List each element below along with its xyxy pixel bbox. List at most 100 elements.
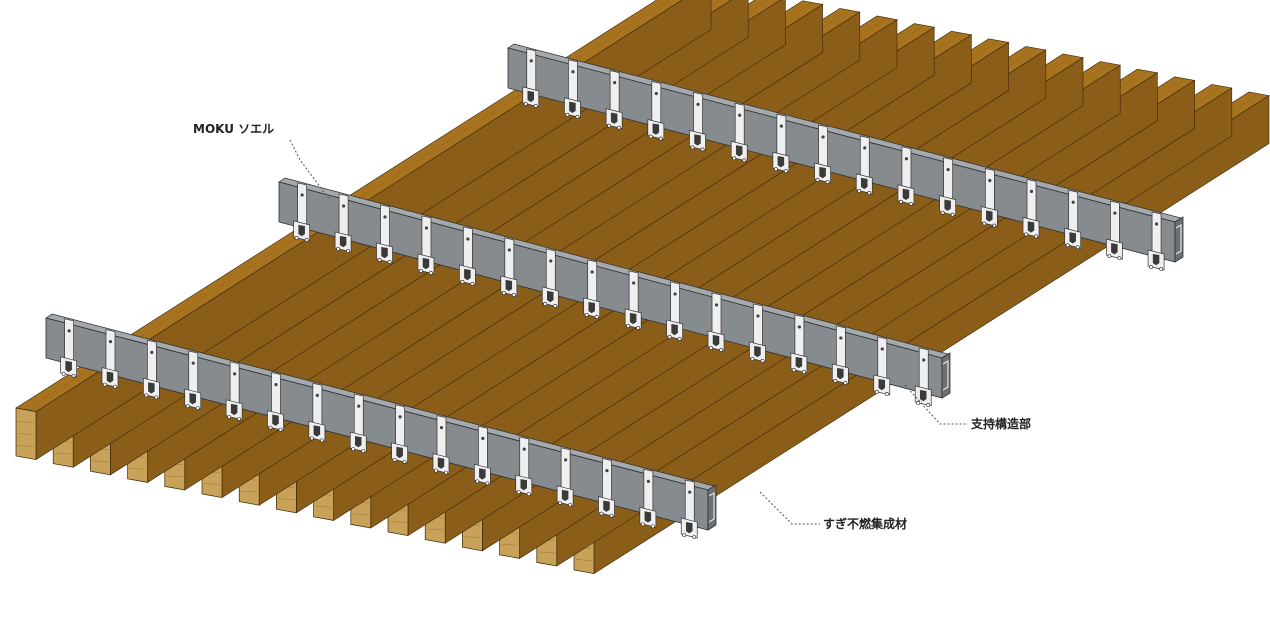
clip-bolt-hole	[839, 336, 843, 340]
board-end-grain	[17, 445, 35, 447]
clip-screw	[658, 136, 663, 141]
clip-slot	[1069, 232, 1076, 244]
clip-screw	[801, 370, 806, 374]
clip-bolt-hole	[300, 193, 304, 197]
moku-clip	[1064, 189, 1082, 250]
support-channel	[45, 313, 717, 539]
clip-screw	[773, 167, 778, 172]
clip-slot	[422, 257, 430, 270]
clip-bolt-hole	[108, 339, 113, 344]
support-channel	[507, 43, 1184, 271]
board-end-grain	[166, 475, 183, 478]
clip-screw	[750, 357, 755, 361]
clip-bolt-hole	[714, 303, 719, 307]
clip-screw	[568, 502, 573, 507]
clip-screw	[709, 346, 713, 350]
clip-slot	[644, 511, 652, 523]
clip-screw	[1065, 243, 1070, 248]
clip-slot	[272, 414, 279, 426]
clip-screw	[387, 260, 392, 264]
clip-slot	[588, 301, 595, 314]
clip-bolt-hole	[424, 226, 429, 230]
clip-screw	[916, 401, 921, 405]
board-end-grain	[501, 544, 518, 546]
moku-clip	[500, 237, 518, 297]
clip-bolt-hole	[738, 113, 742, 117]
clip-slot	[920, 389, 927, 402]
clip-screw	[1107, 254, 1112, 259]
moku-clip	[267, 372, 284, 432]
clip-slot	[861, 177, 868, 190]
clip-bolt-hole	[1029, 189, 1034, 193]
support-leader-line	[904, 384, 968, 425]
lumber-leader-line	[759, 491, 820, 525]
clip-screw	[113, 384, 117, 389]
clip-screw	[346, 249, 350, 253]
clip-screw	[553, 304, 558, 308]
moku-clip	[522, 48, 540, 108]
callout-lumber: すぎ不燃集成材	[759, 491, 907, 531]
moku-clip	[515, 436, 533, 496]
clip-bolt-hole	[1113, 211, 1117, 215]
clip-screw	[1024, 232, 1028, 237]
clip-screw	[336, 247, 340, 251]
channel-end-profile	[941, 352, 951, 399]
clip-bolt-hole	[507, 248, 511, 252]
moku-clip	[376, 204, 393, 264]
moku-clip	[583, 259, 601, 319]
clip-screw	[543, 302, 548, 306]
board-end-grain	[17, 421, 35, 423]
clip-label: MOKU ソエル	[193, 122, 274, 136]
board-end-grain	[575, 559, 593, 561]
clip-slot	[479, 468, 486, 480]
clip-screw	[278, 427, 283, 432]
moku-clip	[624, 270, 642, 330]
clip-screw	[874, 390, 879, 394]
clip-slot	[686, 522, 693, 534]
clip-slot	[396, 446, 403, 459]
clip-bolt-hole	[522, 447, 526, 451]
clip-bolt-hole	[797, 325, 801, 329]
moku-clip	[980, 168, 998, 228]
clip-slot	[819, 167, 826, 179]
board-end-grain	[389, 521, 407, 523]
clip-screw	[71, 373, 76, 378]
clip-screw	[419, 269, 423, 273]
clip-screw	[565, 112, 570, 117]
clip-screw	[982, 221, 987, 226]
clip-screw	[185, 404, 190, 408]
clip-screw	[511, 293, 516, 297]
clip-screw	[677, 337, 682, 341]
clip-bolt-hole	[673, 292, 677, 296]
clip-slot	[795, 356, 803, 369]
moku-clip	[1147, 211, 1165, 271]
board-end-grain	[538, 551, 555, 554]
clip-screw	[940, 210, 945, 215]
moku-clip	[855, 135, 873, 195]
clip-screw	[636, 326, 641, 330]
clip-slot	[610, 112, 618, 124]
moku-clip	[1022, 178, 1040, 239]
board-end-grain	[129, 468, 146, 470]
clip-bolt-hole	[564, 458, 568, 462]
clip-slot	[189, 393, 196, 405]
clip-slot	[464, 268, 471, 281]
clip-screw	[558, 500, 563, 505]
clip-slot	[671, 323, 678, 336]
moku-clip	[564, 59, 581, 119]
clip-slot	[547, 290, 554, 303]
clip-screw	[526, 492, 531, 496]
clip-screw	[377, 258, 382, 262]
moku-clip	[939, 157, 956, 217]
clip-screw	[294, 236, 299, 240]
clip-bolt-hole	[191, 361, 195, 365]
clip-screw	[884, 392, 889, 396]
clip-screw	[594, 315, 599, 319]
clip-screw	[402, 459, 407, 464]
board-end-grain	[92, 460, 109, 462]
clip-screw	[833, 379, 838, 383]
board-end-grain	[17, 433, 35, 435]
clip-bolt-hole	[605, 468, 609, 473]
clip-screw	[760, 359, 765, 363]
support-channel	[278, 177, 951, 407]
